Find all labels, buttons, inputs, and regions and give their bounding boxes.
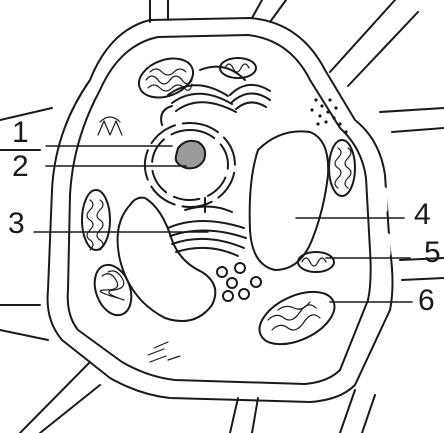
vacuole-left [118, 198, 216, 321]
label-1: 1 [12, 116, 29, 149]
dots-cluster [310, 98, 347, 133]
label-3: 3 [8, 207, 25, 240]
label-2: 2 [12, 150, 29, 183]
vesicles [217, 263, 261, 301]
ribosome-clusters [98, 117, 180, 362]
label-4: 4 [414, 198, 431, 231]
nucleolus [176, 141, 205, 168]
label-5: 5 [424, 236, 441, 269]
cell-membrane [68, 35, 371, 384]
label-6: 6 [418, 284, 435, 317]
golgi-apparatus [168, 198, 246, 256]
vacuole-right [250, 131, 329, 270]
endoplasmic-reticulum-top [161, 67, 245, 125]
chloroplast-grana [87, 69, 351, 330]
